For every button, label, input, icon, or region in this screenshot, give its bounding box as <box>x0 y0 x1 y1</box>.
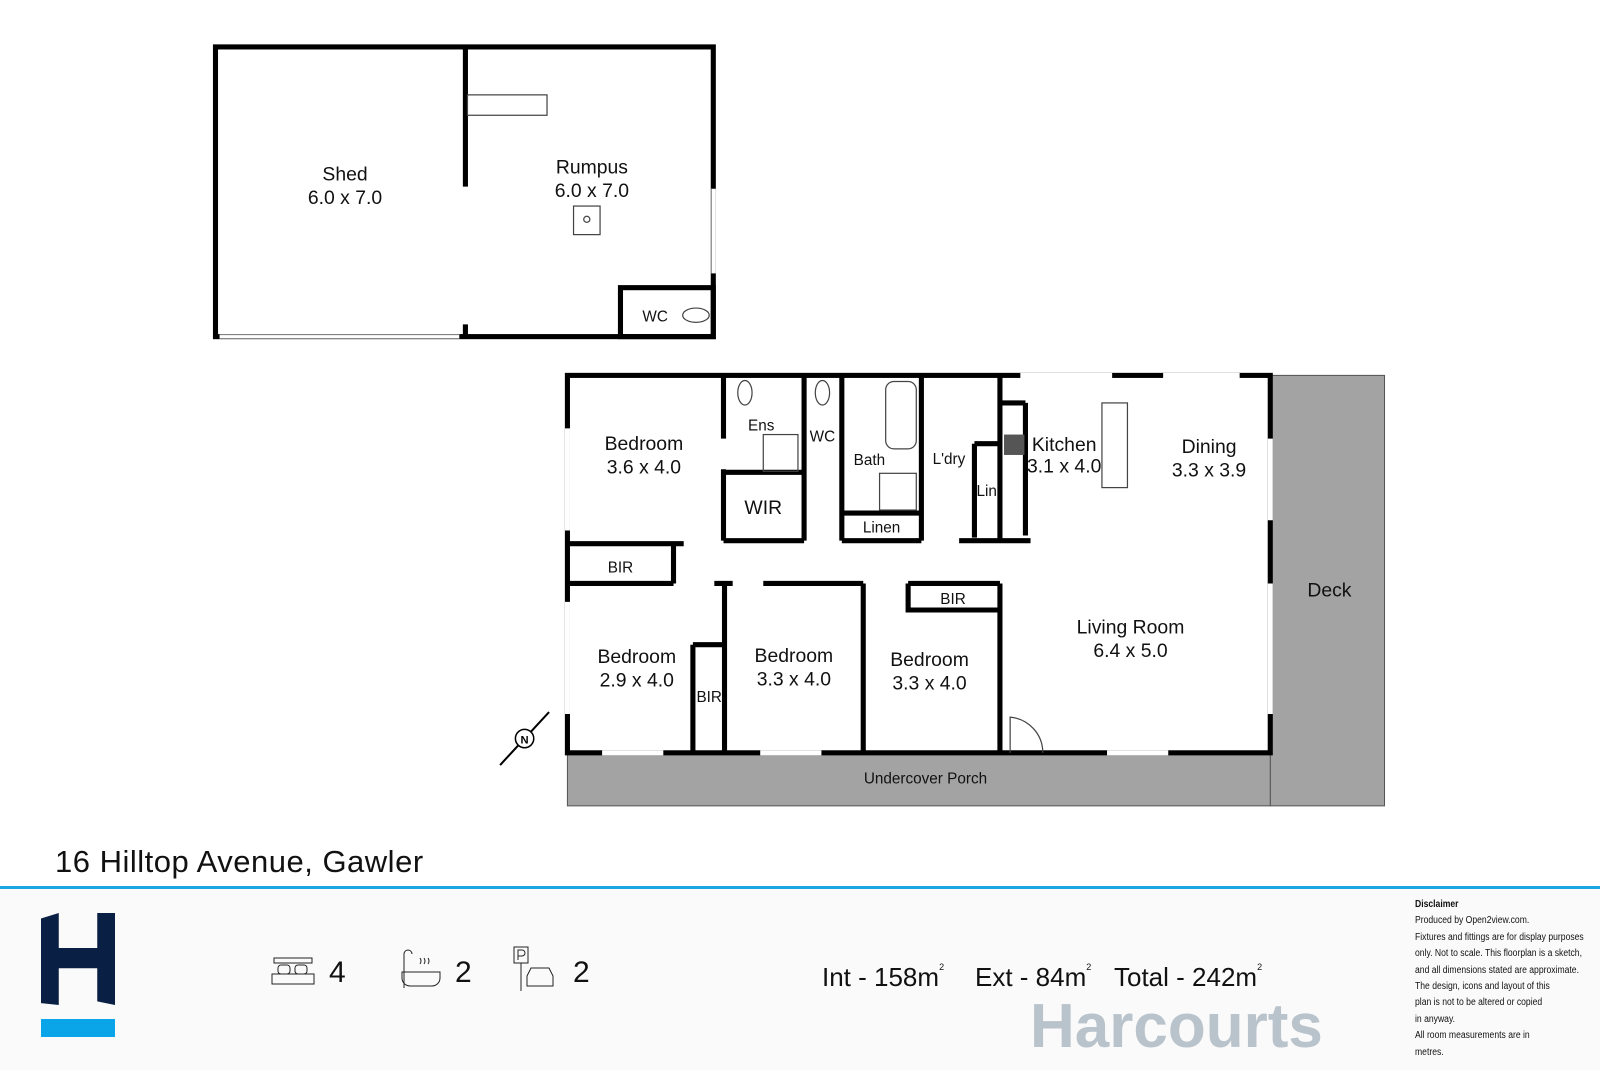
room-name-bedroom-2: Bedroom <box>597 646 676 668</box>
harcourts-logo-bar <box>41 1019 115 1037</box>
disclaimer-line: metres. <box>1415 1046 1444 1058</box>
door-swing <box>1009 716 1044 753</box>
room-name-dining: Dining <box>1182 436 1237 458</box>
room-name-bedroom-3: Bedroom <box>755 645 834 667</box>
disclaimer: Disclaimer Produced by Open2view.com. Fi… <box>1415 897 1584 1061</box>
room-name-lin: Lin <box>976 483 996 500</box>
disclaimer-line: and all dimensions stated are approximat… <box>1415 964 1579 976</box>
room-name-bedroom-4: Bedroom <box>890 649 969 671</box>
disclaimer-line: plan is not to be altered or copied <box>1415 997 1543 1009</box>
room-size-bedroom-3: 3.3 x 4.0 <box>757 668 832 690</box>
main-house: Bedroom 3.6 x 4.0 Ens WC WIR Bath L'dry … <box>564 372 1273 756</box>
compass-label: N <box>521 735 529 747</box>
internal-area: Int - 158m2 <box>822 962 944 993</box>
room-name-wc: WC <box>810 429 836 446</box>
room-name-shed: Shed <box>322 164 367 186</box>
internal-area-value: Int - 158m <box>822 962 940 992</box>
room-name-laundry: L'dry <box>933 451 966 468</box>
total-area: Total - 242m2 <box>1114 962 1262 993</box>
room-name-living: Living Room <box>1077 616 1185 638</box>
room-name-ens: Ens <box>748 417 775 434</box>
property-address: 16 Hilltop Avenue, Gawler <box>55 844 424 879</box>
unit-superscript: 2 <box>1086 962 1092 972</box>
disclaimer-line: Fixtures and fittings are for display pu… <box>1415 931 1584 943</box>
external-area: Ext - 84m2 <box>975 962 1091 993</box>
room-name-porch: Undercover Porch <box>864 770 987 787</box>
room-size-living: 6.4 x 5.0 <box>1093 640 1168 662</box>
disclaimer-line: Produced by Open2view.com. <box>1415 915 1530 927</box>
room-size-kitchen: 3.1 x 4.0 <box>1027 455 1102 477</box>
bench <box>466 94 548 116</box>
cooktop-icon <box>1004 434 1025 455</box>
toilet-icon <box>682 307 710 323</box>
room-name-kitchen: Kitchen <box>1032 434 1097 456</box>
room-name-linen: Linen <box>863 519 900 536</box>
unit-superscript: 2 <box>1257 962 1263 972</box>
room-size-bedroom-2: 2.9 x 4.0 <box>600 670 675 692</box>
room-size-shed: 6.0 x 7.0 <box>308 187 383 209</box>
undercover-porch <box>566 752 1271 807</box>
room-name-bir-1: BIR <box>608 559 634 576</box>
room-name-wir: WIR <box>744 497 782 519</box>
compass-icon: N <box>499 711 550 766</box>
disclaimer-title: Disclaimer <box>1415 899 1459 910</box>
heater-icon <box>572 205 601 236</box>
room-name-outbuilding-wc: WC <box>642 308 668 325</box>
room-name-bath: Bath <box>854 452 885 469</box>
bath-icon <box>401 949 441 988</box>
parking-count: 2 <box>573 956 590 989</box>
harcourts-watermark: Harcourts <box>1030 992 1323 1061</box>
disclaimer-line: in anyway. <box>1415 1013 1456 1025</box>
room-size-bedroom-4: 3.3 x 4.0 <box>892 673 967 695</box>
car-parking-icon <box>513 946 554 991</box>
total-area-value: Total - 242m <box>1114 962 1258 992</box>
shower-icon-2 <box>878 472 917 511</box>
disclaimer-line: only. Not to scale. This floorplan is a … <box>1415 948 1582 960</box>
outbuilding: Shed 6.0 x 7.0 Rumpus 6.0 x 7.0 WC <box>212 44 716 340</box>
bathroom-count: 2 <box>455 956 472 989</box>
room-size-bedroom-1: 3.6 x 4.0 <box>607 456 682 478</box>
shower-icon <box>762 433 799 472</box>
room-name-bir-3: BIR <box>940 591 965 608</box>
room-size-dining: 3.3 x 3.9 <box>1172 459 1246 481</box>
room-name-deck: Deck <box>1307 580 1351 602</box>
toilet-icon-wc <box>814 379 831 406</box>
disclaimer-line: The design, icons and layout of this <box>1415 981 1550 993</box>
bathtub-icon <box>885 380 917 450</box>
room-name-bedroom-1: Bedroom <box>605 433 684 455</box>
external-area-value: Ext - 84m <box>975 962 1087 992</box>
toilet-icon-ens <box>737 379 753 406</box>
bed-icon <box>271 957 315 985</box>
room-name-bir-2: BIR <box>696 689 721 706</box>
bedroom-count: 4 <box>329 956 346 989</box>
room-size-rumpus: 6.0 x 7.0 <box>555 180 630 202</box>
disclaimer-line: All room measurements are in <box>1415 1030 1530 1042</box>
footer <box>0 886 1600 1070</box>
deck <box>1269 374 1386 807</box>
unit-superscript: 2 <box>939 962 945 972</box>
room-name-rumpus: Rumpus <box>556 156 628 178</box>
